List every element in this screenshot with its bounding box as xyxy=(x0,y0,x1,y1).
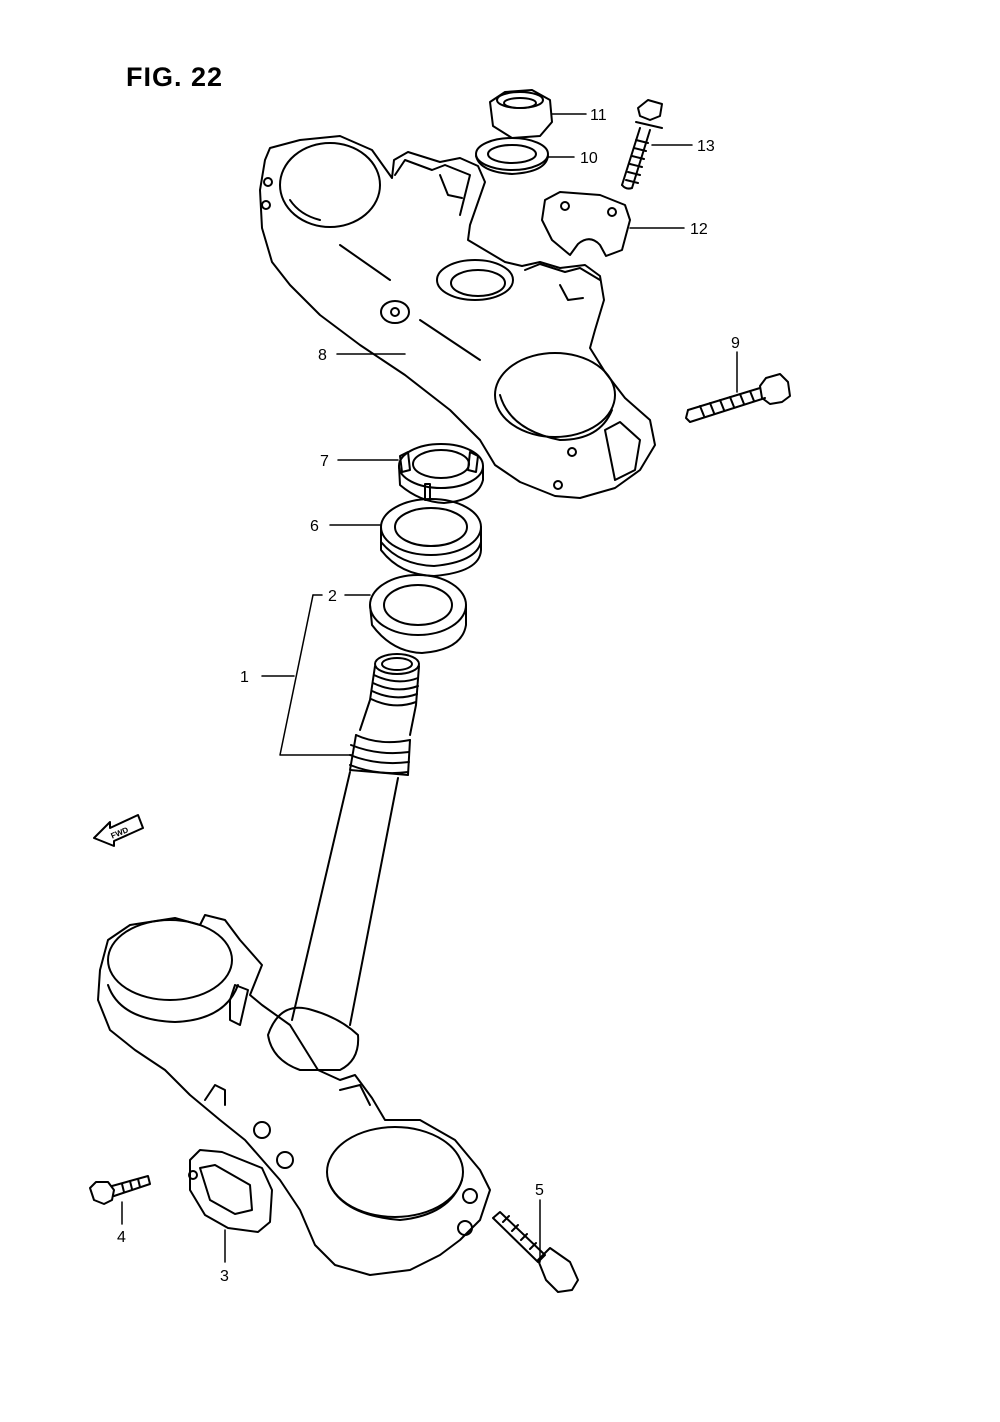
handlebar-holder xyxy=(541,191,631,257)
bolt-9 xyxy=(685,373,791,423)
forward-arrow-icon xyxy=(93,814,144,847)
lower-bearing xyxy=(369,574,467,654)
upper-steering-bracket xyxy=(259,135,656,499)
fwd-direction-marker: FWD xyxy=(93,814,144,847)
steering-lock-nut xyxy=(398,443,484,504)
figure-title: FIG. 22 xyxy=(126,62,224,92)
callout-4: 4 xyxy=(117,1229,126,1246)
bolt-5 xyxy=(492,1211,579,1293)
steering-stem xyxy=(267,653,420,1071)
callout-11: 11 xyxy=(590,107,607,124)
leader-lines xyxy=(121,113,738,1263)
callout-8: 8 xyxy=(318,347,327,364)
callout-10: 10 xyxy=(580,150,598,167)
cable-guide-clamp xyxy=(188,1149,273,1233)
callout-1: 1 xyxy=(240,669,249,686)
cap-nut xyxy=(489,89,553,139)
callout-2: 2 xyxy=(328,588,337,605)
lower-steering-bracket xyxy=(97,914,491,1276)
callout-7: 7 xyxy=(320,453,329,470)
callout-3: 3 xyxy=(220,1268,229,1285)
callout-5: 5 xyxy=(535,1182,544,1199)
bolt-13 xyxy=(621,99,663,190)
callout-12: 12 xyxy=(690,221,708,238)
bolt-4 xyxy=(89,1175,151,1205)
upper-bearing xyxy=(380,498,482,577)
callout-13: 13 xyxy=(697,138,715,155)
callout-9: 9 xyxy=(731,335,740,352)
callout-6: 6 xyxy=(310,518,319,535)
washer xyxy=(475,137,549,175)
callout-labels: 1 2 3 4 5 6 7 8 9 10 11 12 13 xyxy=(117,107,740,1285)
